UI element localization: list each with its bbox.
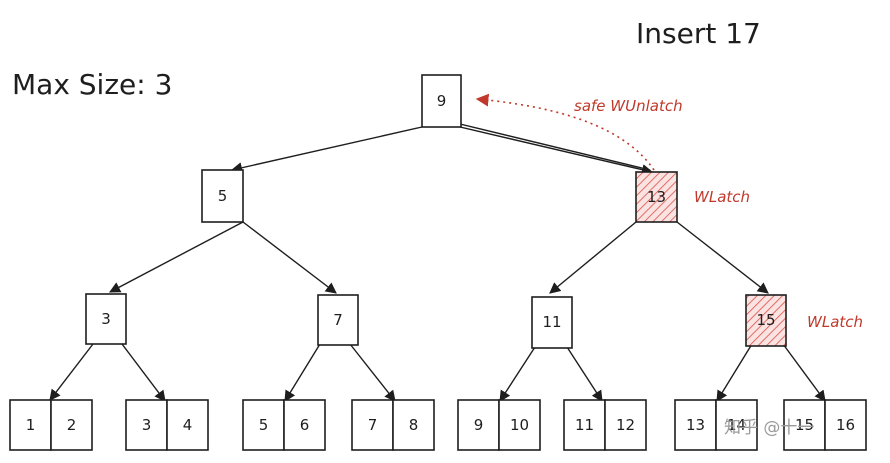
- wlatch-label-13: WLatch: [694, 188, 750, 206]
- node-11: 11: [531, 296, 573, 349]
- edge-13-15: [676, 221, 769, 294]
- insert-title: Insert 17: [636, 17, 761, 50]
- node-root: 9: [421, 74, 462, 128]
- leaf-cell: [604, 399, 647, 451]
- leaf-cell: [283, 399, 326, 451]
- edge-7-leaf3: [284, 343, 321, 402]
- leaf-cell: [9, 399, 52, 451]
- node-11-key: 11: [542, 313, 561, 331]
- leaf-key: 16: [836, 416, 855, 434]
- node-13-wlatched: 13: [635, 171, 678, 223]
- safe-unlatch-label: safe WUnlatch: [574, 97, 683, 115]
- max-size-label: Max Size: 3: [12, 68, 172, 101]
- leaf-key: 9: [474, 416, 484, 434]
- edge-13-11: [549, 221, 637, 294]
- edge-5-3: [109, 221, 244, 293]
- leaf-key: 6: [300, 416, 310, 434]
- leaf-cell: [50, 399, 93, 451]
- node-5-key: 5: [218, 187, 228, 205]
- edge-9-13: [459, 126, 654, 176]
- watermark: 知乎 @十一: [724, 418, 814, 438]
- leaf-cell: [783, 399, 826, 451]
- leaf-cell: [498, 399, 541, 451]
- leaf-key: 10: [510, 416, 529, 434]
- edge-11-leaf5: [499, 346, 536, 402]
- node-5: 5: [201, 169, 244, 223]
- edge-11-leaf6: [566, 346, 603, 402]
- node-15-wlatched: 15: [745, 294, 787, 347]
- leaf-cell: [351, 399, 394, 451]
- node-7-key: 7: [333, 311, 343, 329]
- leaf-key: 1: [26, 416, 36, 434]
- leaf-key: 11: [575, 416, 594, 434]
- wlatch-label-15: WLatch: [807, 313, 863, 331]
- leaf-cell: [166, 399, 209, 451]
- leaf-cell: [392, 399, 435, 451]
- edge-9-13-sketch: [459, 123, 651, 171]
- leaf-cell: [242, 399, 285, 451]
- leaf-key: 7: [368, 416, 378, 434]
- leaf-node-5: 9 10: [457, 399, 541, 451]
- leaf-key: 2: [67, 416, 77, 434]
- edge-3-leaf1: [49, 343, 94, 401]
- leaf-key: 13: [686, 416, 705, 434]
- leaf-cell: [674, 399, 717, 451]
- leaf-cell: [563, 399, 606, 451]
- node-root-key: 9: [437, 92, 447, 110]
- leaf-node-7: 13 14: [674, 399, 758, 451]
- leaf-key: 14: [727, 416, 746, 434]
- leaf-cell: [824, 399, 867, 451]
- edge-3-leaf2: [121, 343, 166, 402]
- edge-9-5: [230, 126, 423, 174]
- edge-5-7: [242, 221, 337, 294]
- leaf-key: 15: [795, 416, 814, 434]
- leaf-key: 5: [259, 416, 269, 434]
- leaf-cell: [715, 399, 758, 451]
- leaf-key: 12: [616, 416, 635, 434]
- edge-15-leaf7: [716, 343, 753, 402]
- leaf-key: 3: [142, 416, 152, 434]
- node-15-key: 15: [756, 311, 775, 329]
- node-3-key: 3: [101, 310, 111, 328]
- edge-15-leaf8: [782, 343, 826, 402]
- node-13-key: 13: [647, 188, 666, 206]
- node-7: 7: [317, 294, 359, 346]
- leaf-key: 8: [409, 416, 419, 434]
- leaf-key: 4: [183, 416, 193, 434]
- edge-7-leaf4: [349, 343, 396, 402]
- node-3: 3: [85, 293, 127, 345]
- leaf-node-6: 11 12: [563, 399, 647, 451]
- leaf-cell: [125, 399, 168, 451]
